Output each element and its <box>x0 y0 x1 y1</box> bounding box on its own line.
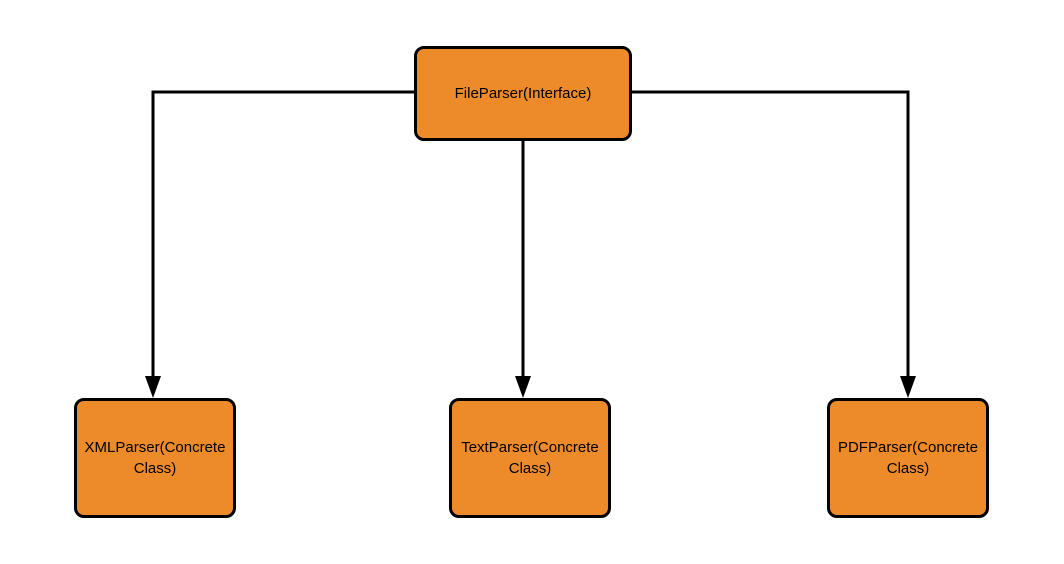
node-textparser-concrete-class[interactable]: TextParser(Concrete Class) <box>449 398 611 518</box>
node-label-pdfparser-concrete-class: PDFParser(Concrete Class) <box>837 439 979 477</box>
edge-interface-to-xmlparser <box>145 90 414 398</box>
node-pdfparser-concrete-class[interactable]: PDFParser(Concrete Class) <box>827 398 989 518</box>
node-fileparser-interface[interactable]: FileParser(Interface) <box>414 46 632 141</box>
edge-interface-to-textparser <box>515 141 531 398</box>
node-label-textparser-concrete-class: TextParser(Concrete Class) <box>461 439 599 477</box>
node-label-xmlparser-concrete-class: XMLParser(Concrete Class) <box>84 439 226 477</box>
edge-interface-to-pdfparser <box>632 90 916 398</box>
node-label-fileparser-interface: FileParser(Interface) <box>454 85 592 102</box>
node-xmlparser-concrete-class[interactable]: XMLParser(Concrete Class) <box>74 398 236 518</box>
arrowhead-textparser <box>515 376 531 398</box>
arrowhead-xmlparser <box>145 376 161 398</box>
arrowhead-pdfparser <box>900 376 916 398</box>
